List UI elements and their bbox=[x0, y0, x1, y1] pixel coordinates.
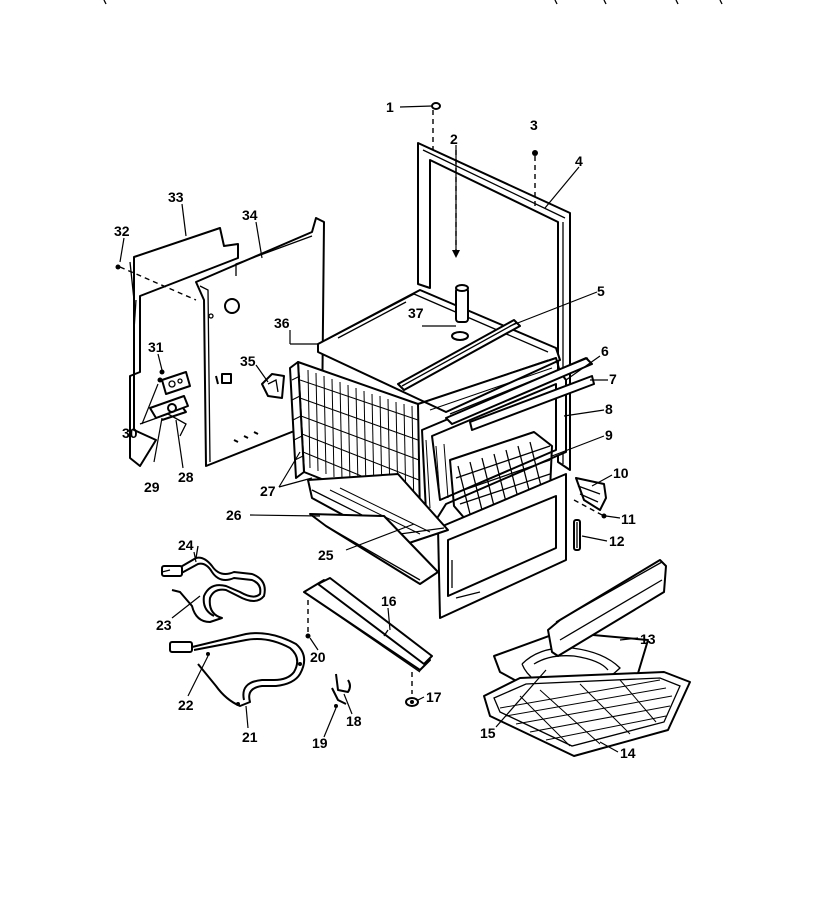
label-17: 17 bbox=[426, 689, 442, 705]
label-18: 18 bbox=[346, 713, 362, 729]
leader-lines bbox=[119, 105, 639, 753]
top-trim-bar bbox=[397, 319, 521, 391]
bake-element bbox=[169, 632, 306, 707]
label-13: 13 bbox=[640, 631, 656, 647]
label-35: 35 bbox=[240, 353, 256, 369]
label-24: 24 bbox=[178, 537, 194, 553]
label-12: 12 bbox=[609, 533, 625, 549]
label-14: 14 bbox=[620, 745, 636, 761]
label-25: 25 bbox=[318, 547, 334, 563]
label-2: 2 bbox=[450, 131, 458, 147]
label-37: 37 bbox=[408, 305, 424, 321]
label-8: 8 bbox=[605, 401, 613, 417]
broiler-pan bbox=[483, 671, 691, 757]
label-31: 31 bbox=[148, 339, 164, 355]
flue-tube bbox=[451, 150, 469, 341]
label-10: 10 bbox=[613, 465, 629, 481]
label-27: 27 bbox=[260, 483, 276, 499]
label-29: 29 bbox=[144, 479, 160, 495]
label-7: 7 bbox=[609, 371, 617, 387]
label-15: 15 bbox=[480, 725, 496, 741]
label-34: 34 bbox=[242, 207, 258, 223]
side-panel-outer bbox=[129, 227, 239, 467]
label-23: 23 bbox=[156, 617, 172, 633]
label-16: 16 bbox=[381, 593, 397, 609]
bracket-35 bbox=[261, 373, 285, 399]
label-22: 22 bbox=[178, 697, 194, 713]
label-9: 9 bbox=[605, 427, 613, 443]
label-11: 11 bbox=[621, 511, 636, 527]
burner-channel bbox=[303, 577, 433, 707]
label-1: 1 bbox=[386, 99, 394, 115]
label-26: 26 bbox=[226, 507, 242, 523]
label-21: 21 bbox=[242, 729, 258, 745]
label-33: 33 bbox=[168, 189, 184, 205]
insulation-hatch bbox=[299, 369, 421, 513]
label-5: 5 bbox=[597, 283, 605, 299]
label-30: 30 bbox=[122, 425, 138, 441]
label-36: 36 bbox=[274, 315, 290, 331]
broil-element bbox=[161, 545, 266, 623]
part-labels: 1 2 3 4 5 6 7 8 9 10 11 12 13 14 15 16 1… bbox=[114, 99, 656, 761]
label-3: 3 bbox=[530, 117, 538, 133]
latch-parts bbox=[573, 477, 607, 551]
oven-bottom-panels bbox=[307, 473, 449, 585]
label-4: 4 bbox=[575, 153, 583, 169]
label-6: 6 bbox=[601, 343, 609, 359]
label-20: 20 bbox=[310, 649, 326, 665]
small-clip bbox=[331, 673, 351, 708]
label-32: 32 bbox=[114, 223, 130, 239]
label-28: 28 bbox=[178, 469, 194, 485]
oven-door bbox=[437, 473, 567, 619]
hinge-parts bbox=[149, 369, 191, 419]
trim-strips bbox=[445, 357, 595, 431]
label-19: 19 bbox=[312, 735, 328, 751]
top-edge-marks bbox=[103, 0, 723, 5]
